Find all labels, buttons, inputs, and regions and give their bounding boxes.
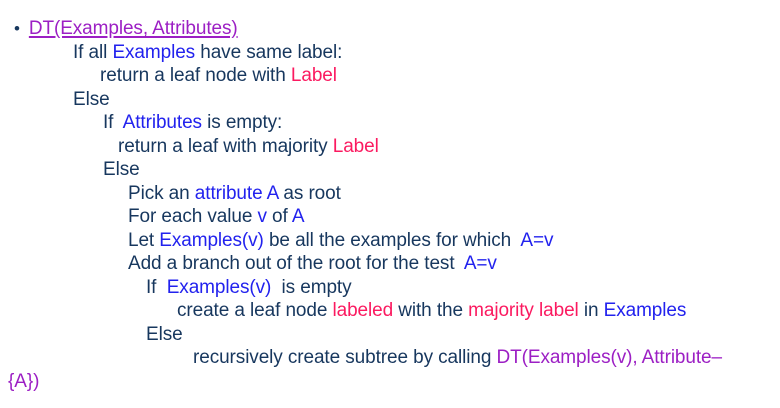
function-title: DT(Examples, Attributes) xyxy=(28,18,238,39)
code-line: If Attributes is empty: xyxy=(0,111,780,135)
code-line: Pick an attribute A as root xyxy=(0,182,780,206)
code-line: For each value v of A xyxy=(0,205,780,229)
text-segment: Examples(v) xyxy=(159,229,264,251)
text-segment: create a leaf node xyxy=(177,300,333,321)
text-segment: {A}) xyxy=(8,370,40,392)
code-line: {A}) xyxy=(0,370,780,394)
text-segment: If xyxy=(146,276,167,298)
text-segment: A=v xyxy=(520,229,554,251)
code-line: return a leaf with majority Label xyxy=(0,135,780,159)
code-line: Else xyxy=(0,88,780,112)
code-line: Else xyxy=(0,158,780,182)
text-segment: v xyxy=(257,206,267,227)
code-line: recursively create subtree by calling DT… xyxy=(0,346,780,370)
code-line: If Examples(v) is empty xyxy=(0,276,780,300)
text-segment: Let xyxy=(128,229,160,251)
text-segment: return a leaf node with xyxy=(100,65,291,86)
code-line: return a leaf node with Label xyxy=(0,64,780,88)
text-segment: return a leaf with majority xyxy=(118,135,333,157)
text-segment: A xyxy=(291,206,305,227)
text-segment: Else xyxy=(73,88,110,110)
text-segment: be all the examples for which xyxy=(263,229,521,251)
text-segment: attribute A xyxy=(194,182,279,204)
text-segment: is empty xyxy=(271,276,352,298)
text-segment: Attributes xyxy=(122,112,202,133)
text-segment: with the xyxy=(393,300,469,321)
text-segment: If xyxy=(103,112,123,133)
code-line: Add a branch out of the root for the tes… xyxy=(0,252,780,276)
text-segment: as root xyxy=(278,182,341,204)
text-segment: is empty: xyxy=(201,112,283,133)
text-segment: in xyxy=(578,300,604,321)
text-segment: Else xyxy=(146,323,183,345)
text-segment: Label xyxy=(290,65,337,86)
text-segment: Examples(v) xyxy=(166,276,272,298)
text-segment: have same label: xyxy=(195,41,343,63)
text-segment: Add a branch out of the root for the tes… xyxy=(128,253,464,274)
code-line: If all Examples have same label: xyxy=(0,41,780,65)
code-line: Else xyxy=(0,323,780,347)
text-segment: of xyxy=(266,206,292,227)
text-segment: Else xyxy=(103,159,140,180)
code-line: Let Examples(v) be all the examples for … xyxy=(0,229,780,253)
pseudocode-block: • DT(Examples, Attributes)If all Examples… xyxy=(0,17,780,393)
bullet-icon: • xyxy=(14,19,20,38)
text-segment: If all xyxy=(73,41,113,63)
code-line: create a leaf node labeled with the majo… xyxy=(0,299,780,323)
text-segment: For each value xyxy=(128,206,258,227)
text-segment: labeled xyxy=(332,300,394,321)
text-segment: majority label xyxy=(468,300,579,321)
text-segment: DT(Examples(v), Attribute– xyxy=(496,347,723,368)
code-line: • DT(Examples, Attributes) xyxy=(0,17,780,41)
text-segment: A=v xyxy=(463,253,497,274)
text-segment: Label xyxy=(332,135,379,157)
text-segment: Pick an xyxy=(128,182,195,204)
text-segment: Examples xyxy=(112,41,196,63)
text-segment: Examples xyxy=(603,300,687,321)
text-segment: recursively create subtree by calling xyxy=(193,347,497,368)
